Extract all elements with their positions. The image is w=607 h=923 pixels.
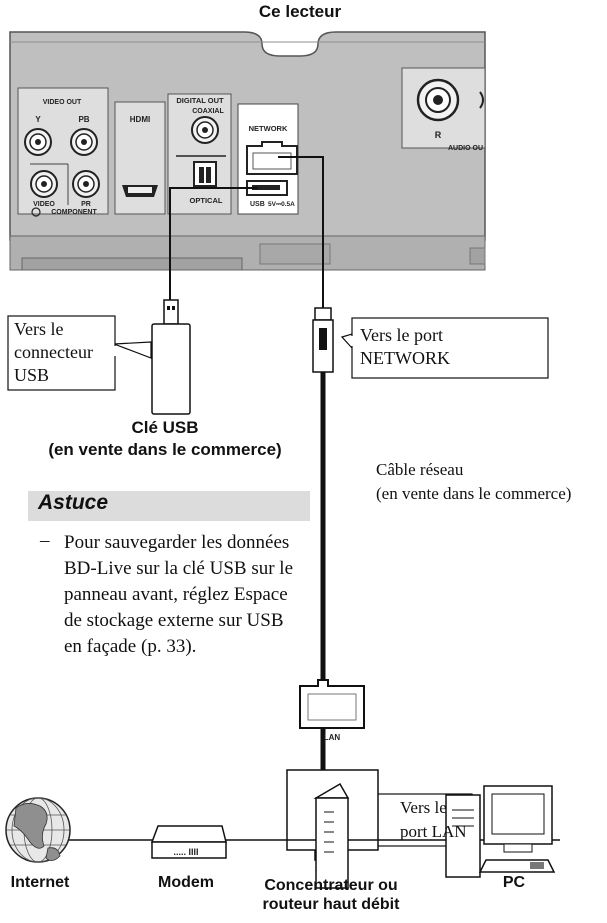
tip-dash: – bbox=[40, 530, 50, 551]
video-out-label: VIDEO OUT bbox=[43, 99, 82, 106]
hdmi-label: HDMI bbox=[130, 115, 150, 124]
network-callout-text: Vers le port NETWORK bbox=[360, 324, 450, 370]
hub-icon bbox=[313, 782, 350, 889]
video-label: VIDEO bbox=[33, 201, 55, 208]
modem-label: Modem bbox=[158, 874, 214, 891]
tip-header-bar bbox=[28, 491, 310, 521]
modem-icon: ..... IIII bbox=[150, 825, 227, 859]
audio-out-label: AUDIO OU bbox=[448, 145, 483, 152]
usb-key-name: Clé USB bbox=[131, 418, 199, 437]
usb-connection bbox=[7, 187, 258, 415]
network-callout-box bbox=[351, 317, 549, 379]
devices-row: ..... IIII bbox=[5, 782, 560, 889]
usb-key-note: (en vente dans le commerce) bbox=[48, 440, 282, 459]
internet-label: Internet bbox=[10, 874, 70, 891]
cable-note: (en vente dans le commerce) bbox=[376, 484, 572, 503]
network-callout-line-2: NETWORK bbox=[360, 348, 450, 368]
hub-label-line-1: Concentrateur ou bbox=[264, 877, 398, 894]
lan-callout-line-1: Vers le bbox=[400, 798, 447, 817]
lan-callout-text: Vers le port LAN bbox=[400, 796, 467, 844]
modem-lights: ..... IIII bbox=[173, 847, 198, 857]
rear-panel: VIDEO OUT Y PB VIDEO PR COMPONENT HDMI D… bbox=[9, 31, 486, 271]
tip-text: Pour sauvegarder les données BD-Live sur… bbox=[64, 532, 294, 657]
usb-power-label: 5V⎓0.5A bbox=[268, 201, 295, 208]
usb-callout-line-3: USB bbox=[14, 365, 50, 385]
lan-callout-line-2: port LAN bbox=[400, 822, 467, 841]
hub-label-line-2: routeur haut débit bbox=[262, 896, 400, 913]
cable-label: Câble réseau (en vente dans le commerce) bbox=[376, 458, 571, 506]
digital-out-label: DIGITAL OUT bbox=[176, 96, 224, 105]
network-callout-line-1: Vers le port bbox=[360, 325, 443, 345]
globe-icon bbox=[5, 797, 71, 863]
usb-label: USB bbox=[250, 201, 265, 208]
pc-icon bbox=[445, 785, 556, 878]
network-label: NETWORK bbox=[249, 124, 288, 133]
pc-label: PC bbox=[502, 874, 526, 891]
pb-label: PB bbox=[78, 115, 89, 124]
usb-key-icon bbox=[151, 323, 191, 415]
coaxial-label: COAXIAL bbox=[192, 108, 224, 115]
hub-label: Concentrateur ou routeur haut débit bbox=[246, 876, 416, 914]
tip-title: Astuce bbox=[38, 491, 109, 514]
usb-callout-text: Vers le connecteur USB bbox=[14, 318, 93, 387]
usb-callout-line-1: Vers le bbox=[14, 319, 64, 339]
usb-callout-line-2: connecteur bbox=[14, 342, 93, 362]
r-label: R bbox=[435, 130, 442, 140]
optical-label: OPTICAL bbox=[190, 196, 223, 205]
cable-name: Câble réseau bbox=[376, 460, 464, 479]
component-label: COMPONENT bbox=[51, 209, 97, 216]
y-label: Y bbox=[35, 115, 41, 124]
lan-label: LAN bbox=[324, 733, 341, 742]
player-title: Ce lecteur bbox=[258, 2, 342, 21]
pr-label: PR bbox=[81, 201, 91, 208]
